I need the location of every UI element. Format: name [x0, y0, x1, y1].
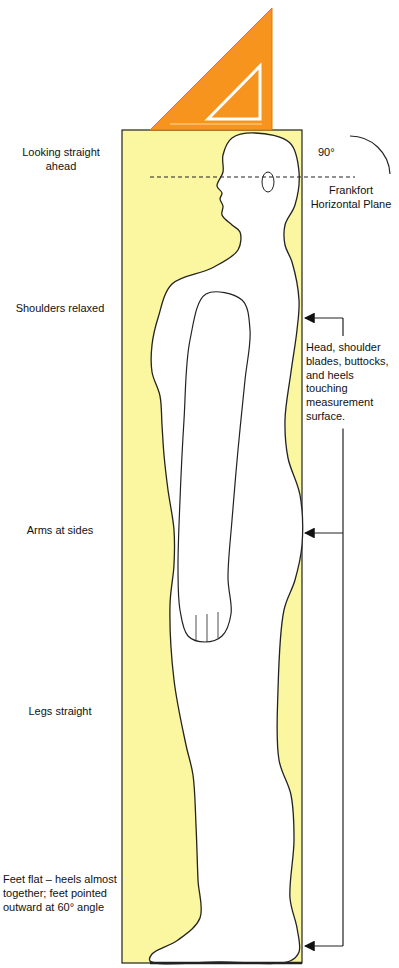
right-angle-arc	[350, 136, 390, 174]
annotation-label: Head, shoulder blades, buttocks, and hee…	[306, 341, 396, 424]
ear	[262, 172, 274, 192]
measurement-board	[122, 130, 302, 963]
annotation-label: Feet flat – heels almost together; feet …	[3, 873, 119, 914]
body-outline	[149, 133, 302, 964]
annotation-label: Looking straight ahead	[8, 146, 114, 174]
frankfort-plane-line	[150, 176, 355, 177]
floor-line	[150, 962, 302, 965]
finger-line	[218, 612, 219, 638]
carpenter-square	[150, 8, 272, 130]
annotation-label: 90°	[318, 146, 348, 160]
finger-line	[196, 615, 197, 640]
annotation-label: Frankfort Horizontal Plane	[305, 184, 397, 212]
finger-line	[207, 614, 208, 642]
annotation-label: Shoulders relaxed	[4, 302, 116, 316]
human-figure	[149, 133, 302, 964]
arm-outline	[178, 292, 250, 642]
annotation-label: Arms at sides	[4, 524, 116, 538]
annotation-label: Legs straight	[4, 705, 116, 719]
